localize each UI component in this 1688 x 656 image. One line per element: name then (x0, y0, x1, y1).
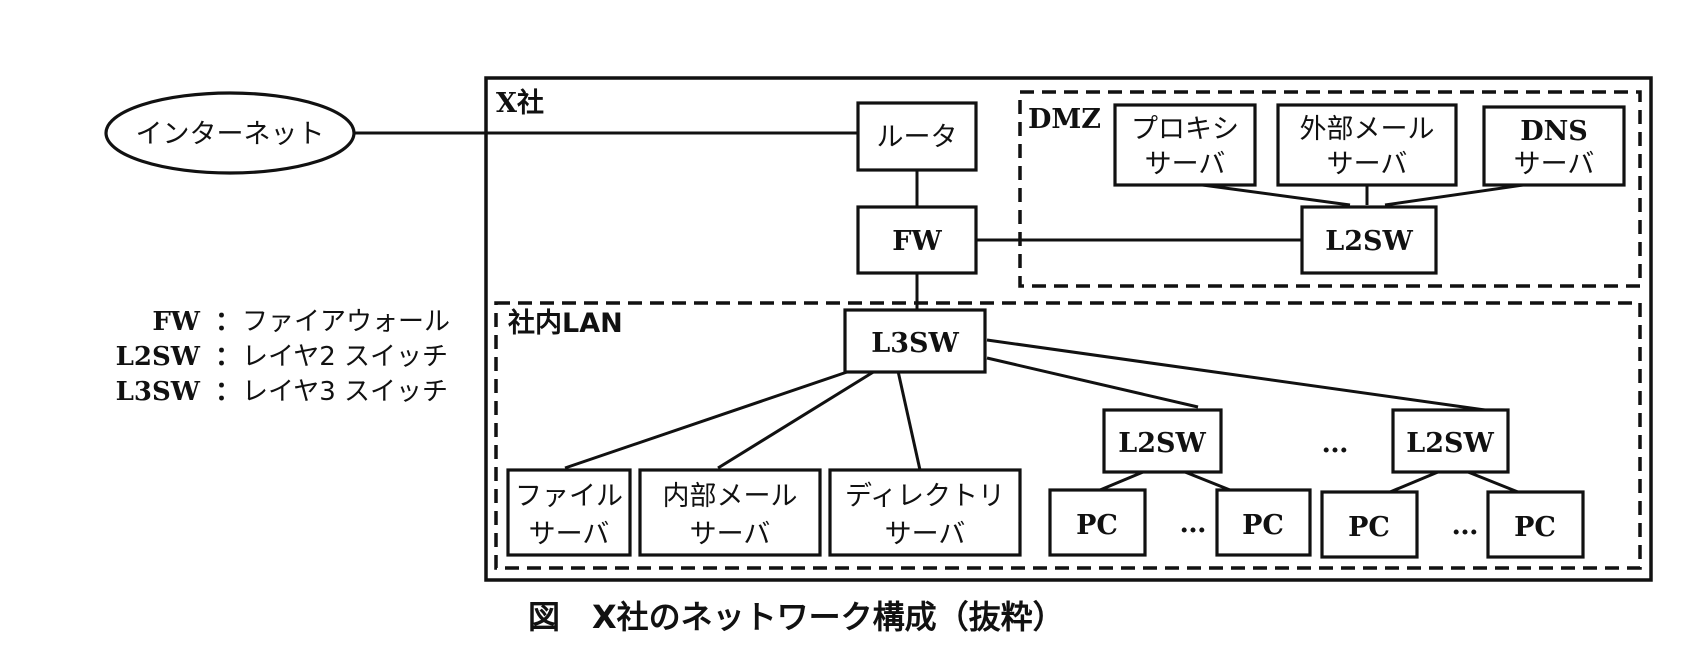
company-x-label: X社 (496, 87, 544, 119)
legend-sep: ： (215, 342, 241, 372)
router-label: ルータ (877, 122, 958, 153)
legend-desc: レイヤ3 スイッチ (242, 377, 448, 407)
proxy-label-1: プロキシ (1131, 114, 1239, 145)
link-l2sw2-pc3 (1389, 470, 1439, 494)
figure-caption: 図 X社のネットワーク構成（抜粋） (528, 598, 1065, 636)
proxy-server-node: プロキシ サーバ (1113, 103, 1257, 187)
lan-l2sw-2-label: L2SW (1406, 428, 1494, 459)
legend: FW ： ファイアウォール L2SW ： レイヤ2 スイッチ L3SW ： レイ… (116, 307, 450, 407)
directory-server-node: ディレクトリ サーバ (828, 468, 1022, 557)
fw-node: FW (856, 205, 978, 275)
pc-node: PC (1048, 488, 1147, 557)
l3sw-label: L3SW (871, 328, 959, 359)
link-l3sw-l2sw1 (986, 356, 1199, 409)
legend-abbr: L3SW (116, 377, 201, 407)
dmz-l2sw-node: L2SW (1300, 205, 1438, 275)
legend-desc: レイヤ2 スイッチ (242, 342, 448, 372)
company-x-boundary (484, 76, 1653, 582)
ext-mail-label-2: サーバ (1327, 149, 1408, 180)
link-l3sw-l2sw2 (986, 338, 1486, 412)
internet-label: インターネット (136, 119, 325, 150)
pc-node: PC (1320, 490, 1419, 559)
dmz-zone (1018, 90, 1642, 288)
fw-label: FW (892, 226, 942, 257)
int-mail-label-2: サーバ (690, 519, 771, 550)
link-l3sw-file (564, 369, 851, 470)
link-l3sw-intmail (717, 369, 876, 470)
link-proxy-l2sw (1194, 182, 1351, 207)
connections (355, 131, 1531, 494)
link-l2sw2-pc4 (1467, 470, 1519, 494)
pc-ellipsis-2: … (1452, 510, 1479, 541)
dns-label-2: サーバ (1514, 149, 1595, 180)
pc-label: PC (1076, 510, 1118, 541)
link-l3sw-directory (896, 370, 922, 471)
pc-label: PC (1514, 512, 1556, 543)
router-node: ルータ (856, 101, 978, 172)
directory-label-2: サーバ (885, 519, 966, 550)
legend-abbr: L2SW (116, 342, 201, 372)
legend-desc: ファイアウォール (242, 307, 450, 337)
legend-sep: ： (215, 377, 241, 407)
file-label-2: サーバ (529, 519, 610, 550)
external-mail-server-node: 外部メール サーバ (1276, 103, 1458, 187)
legend-sep: ： (215, 307, 241, 337)
link-dns-l2sw (1384, 182, 1531, 207)
lan-l2sw-2-node: L2SW (1391, 408, 1510, 474)
proxy-label-2: サーバ (1145, 149, 1226, 180)
lan-label: 社内LAN (508, 307, 623, 339)
pc-label: PC (1242, 510, 1284, 541)
ext-mail-label-1: 外部メール (1300, 114, 1435, 145)
file-server-node: ファイル サーバ (506, 468, 632, 557)
file-label-1: ファイル (515, 481, 623, 512)
dns-server-node: DNS サーバ (1482, 105, 1626, 187)
internal-mail-server-node: 内部メール サーバ (638, 468, 822, 557)
l3sw-node: L3SW (843, 308, 987, 374)
lan-l2sw-1-label: L2SW (1118, 428, 1206, 459)
legend-abbr: FW (152, 307, 200, 337)
dns-label-1: DNS (1520, 116, 1588, 147)
int-mail-label-1: 内部メール (663, 481, 798, 512)
l2sw-ellipsis: … (1322, 428, 1349, 459)
dmz-l2sw-label: L2SW (1325, 226, 1413, 257)
pc-node: PC (1486, 490, 1585, 559)
internet-node: インターネット (104, 91, 356, 175)
directory-label-1: ディレクトリ (845, 481, 1005, 512)
lan-zone (494, 301, 1642, 570)
lan-l2sw-1-node: L2SW (1102, 408, 1223, 474)
pc-label: PC (1348, 512, 1390, 543)
dmz-label: DMZ (1028, 104, 1101, 135)
pc-node: PC (1215, 488, 1312, 557)
pc-ellipsis-1: … (1180, 508, 1207, 539)
